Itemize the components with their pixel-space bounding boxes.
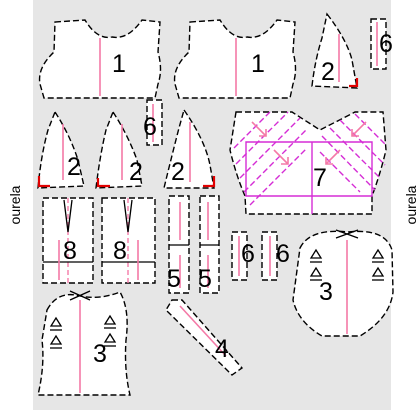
piece-5-band-right: 5: [198, 195, 220, 294]
piece-number: 8: [63, 237, 77, 265]
piece-number: 4: [215, 335, 229, 363]
piece-number: 2: [321, 58, 335, 86]
piece-1-front-bodice-right: 1: [173, 19, 297, 99]
piece-number: 1: [112, 50, 126, 78]
piece-3-back-right: 3: [292, 229, 394, 337]
piece-4-bias-strip: 4: [165, 299, 244, 376]
piece-number: 1: [251, 50, 265, 78]
piece-6-strip-lower-left: 6: [231, 231, 255, 281]
piece-6-strip-lower-right: 6: [261, 231, 290, 281]
piece-number: 6: [379, 30, 393, 58]
piece-number: 7: [313, 164, 327, 192]
selvage-label-right: ourela: [403, 185, 418, 224]
piece-number: 6: [241, 240, 255, 268]
piece-number: 3: [319, 278, 333, 306]
piece-2-sleeve-middle: 2: [95, 110, 143, 189]
piece-number: 3: [93, 340, 107, 368]
piece-1-front-bodice-left: 1: [38, 19, 162, 99]
piece-number: 2: [171, 158, 185, 186]
piece-3-back-left: 3: [37, 290, 131, 396]
piece-number: 6: [143, 113, 157, 141]
piece-6-strip-top: 6: [370, 18, 393, 70]
piece-number: 5: [198, 265, 212, 293]
piece-number: 5: [167, 265, 181, 293]
piece-2-sleeve-right: 2: [163, 108, 216, 189]
piece-2-sleeve-top: 2: [311, 12, 359, 89]
piece-number: 8: [113, 237, 127, 265]
piece-6-strip-middle: 6: [143, 99, 163, 146]
selvage-label-left: ourela: [7, 185, 23, 224]
piece-5-band-left: 5: [167, 195, 190, 294]
piece-8-skirt-left: 8: [42, 197, 94, 284]
piece-8-skirt-right: 8: [101, 197, 156, 284]
piece-number: 6: [276, 240, 290, 268]
piece-2-sleeve-left: 2: [37, 110, 85, 189]
piece-number: 2: [67, 153, 81, 181]
piece-number: 2: [129, 158, 143, 186]
piece-7-yoke-with-bias: 7: [229, 111, 387, 215]
